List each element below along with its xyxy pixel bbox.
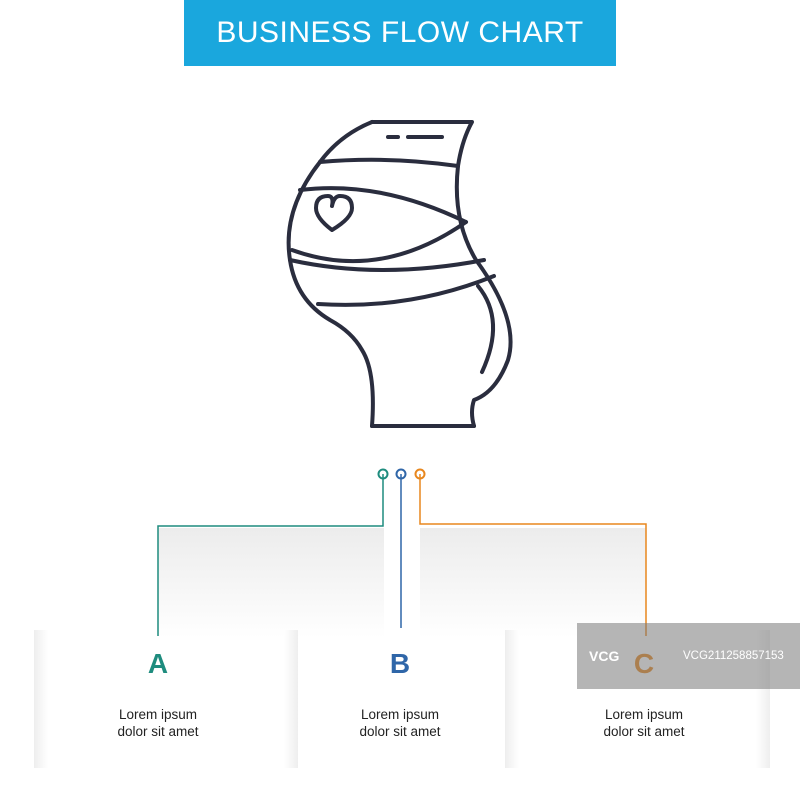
connector-c [419, 474, 647, 636]
connector-a [157, 474, 384, 636]
bandage-wrap-3 [290, 220, 468, 264]
card-b-line2: dolor sit amet [359, 724, 441, 739]
page-title: BUSINESS FLOW CHART [216, 16, 584, 49]
top-band-outline [370, 120, 474, 168]
card-b-letter: B [389, 648, 411, 679]
card-c-line2: dolor sit amet [603, 724, 685, 739]
bandage-wrap-4 [288, 258, 486, 272]
card-a-text: Lorem ipsum dolor sit amet [26, 706, 290, 740]
fade-band-left [158, 528, 384, 638]
card-edge-a-left [34, 630, 48, 768]
dot-a [377, 468, 389, 480]
heart-icon [314, 194, 354, 232]
card-a-line2: dolor sit amet [117, 724, 199, 739]
inner-back-curve [476, 284, 495, 374]
back-outline-right [454, 164, 513, 428]
card-c-line1: Lorem ipsum [604, 707, 684, 722]
card-a-line1: Lorem ipsum [118, 707, 198, 722]
belly-outline-left [286, 120, 375, 428]
bandage-wrap-1 [318, 157, 460, 168]
watermark-text: VCG211258857153 [683, 650, 784, 662]
dot-c [414, 468, 426, 480]
card-c-text: Lorem ipsum dolor sit amet [512, 706, 776, 740]
card-b-text: Lorem ipsum dolor sit amet [268, 706, 532, 740]
card-b-line1: Lorem ipsum [360, 707, 440, 722]
watermark-logo: VCG [589, 648, 620, 664]
bandage-wrap-2 [298, 186, 468, 224]
fade-band-right [420, 528, 646, 638]
dot-b [395, 468, 407, 480]
card-edge-a-right [284, 630, 298, 768]
card-a-letter: A [147, 648, 169, 679]
bandage-wrap-5 [316, 274, 496, 307]
title-banner: BUSINESS FLOW CHART [184, 0, 616, 66]
card-edge-c-left [505, 630, 519, 768]
watermark-box: VCG VCG211258857153 [577, 623, 800, 689]
pregnancy-icon [286, 120, 513, 428]
